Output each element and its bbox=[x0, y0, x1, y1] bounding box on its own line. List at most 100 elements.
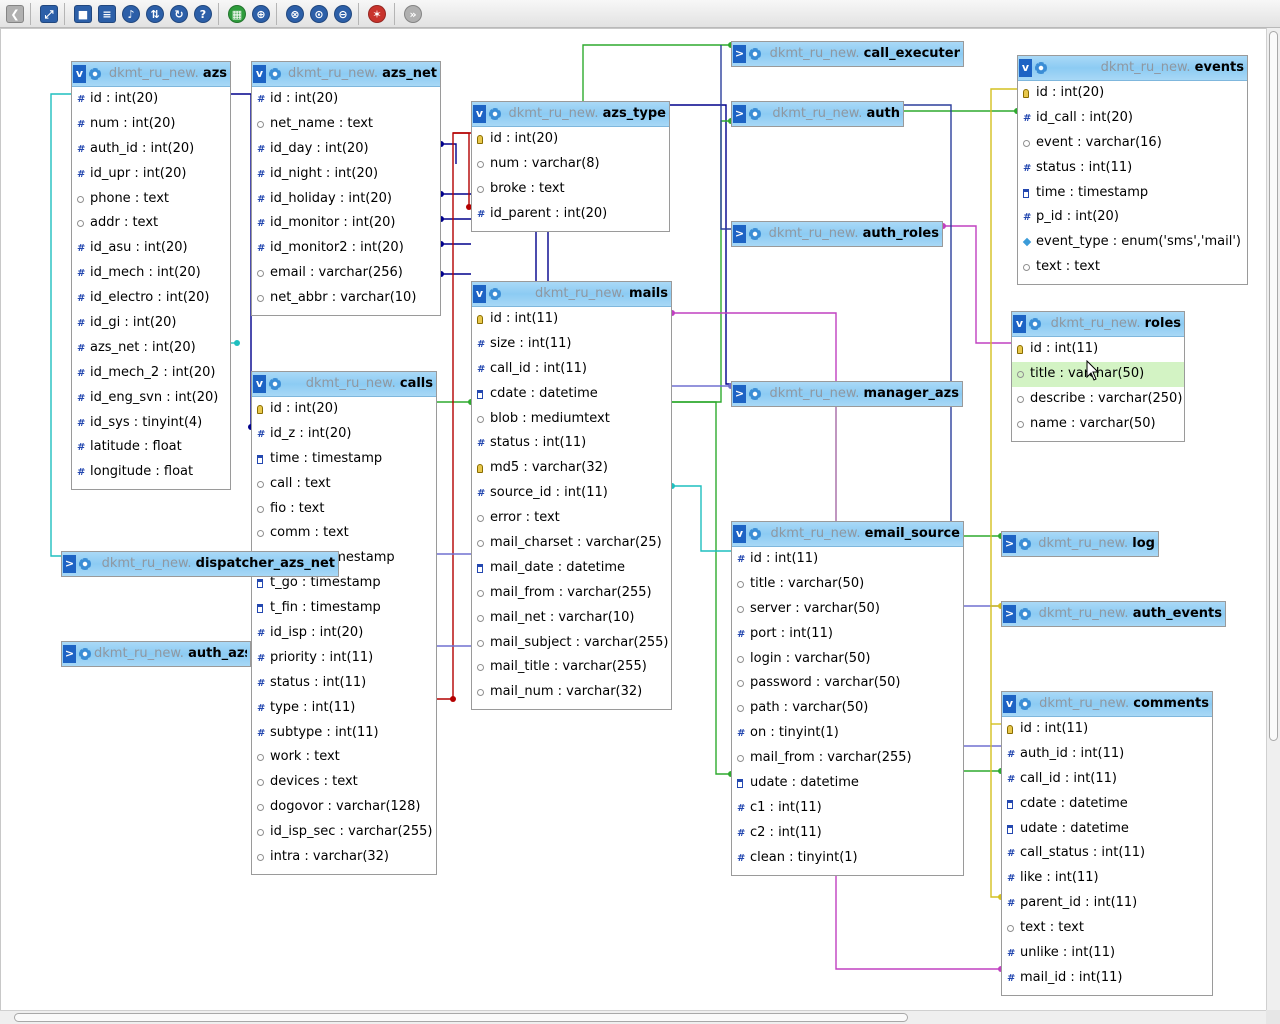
table-header[interactable]: >dkmt_ru_new. auth_events bbox=[1001, 601, 1226, 627]
gear-icon[interactable] bbox=[79, 558, 91, 570]
column-row[interactable]: #id_isp : int(20) bbox=[252, 621, 436, 646]
table-header[interactable]: >dkmt_ru_new. auth_azs bbox=[61, 641, 251, 667]
column-row[interactable]: #auth_id : int(20) bbox=[72, 137, 230, 162]
column-row[interactable]: #id : int(20) bbox=[72, 87, 230, 112]
collapse-toggle-icon[interactable]: v bbox=[733, 525, 746, 543]
column-row[interactable]: num : varchar(8) bbox=[472, 152, 669, 177]
column-row[interactable]: mail_num : varchar(32) bbox=[472, 680, 671, 705]
column-row[interactable]: dogovor : varchar(128) bbox=[252, 795, 436, 820]
column-row[interactable]: #c2 : int(11) bbox=[732, 821, 963, 846]
column-row[interactable]: event_type : enum('sms','mail') bbox=[1018, 230, 1247, 255]
column-row[interactable]: #source_id : int(11) bbox=[472, 481, 671, 506]
table-call-executer[interactable]: >dkmt_ru_new. call_executer bbox=[731, 41, 964, 67]
minimize-icon[interactable]: ⊖ bbox=[334, 5, 352, 23]
column-row[interactable]: t_go : timestamp bbox=[252, 571, 436, 596]
column-row[interactable]: #unlike : int(11) bbox=[1002, 941, 1212, 966]
column-row[interactable]: #num : int(20) bbox=[72, 112, 230, 137]
column-row[interactable]: time : timestamp bbox=[1018, 181, 1247, 206]
column-row[interactable]: id : int(20) bbox=[252, 397, 436, 422]
column-row[interactable]: #azs_net : int(20) bbox=[72, 336, 230, 361]
column-row[interactable]: #id_mech_2 : int(20) bbox=[72, 361, 230, 386]
column-row[interactable]: #id_electro : int(20) bbox=[72, 286, 230, 311]
gear-icon[interactable] bbox=[1035, 62, 1047, 74]
column-row[interactable]: mail_from : varchar(255) bbox=[472, 581, 671, 606]
column-row[interactable]: mail_title : varchar(255) bbox=[472, 655, 671, 680]
column-row[interactable]: event : varchar(16) bbox=[1018, 131, 1247, 156]
column-row[interactable]: text : text bbox=[1018, 255, 1247, 280]
table-auth-roles[interactable]: >dkmt_ru_new. auth_roles bbox=[731, 221, 943, 247]
column-row[interactable]: #port : int(11) bbox=[732, 622, 963, 647]
expand-toggle-icon[interactable]: > bbox=[733, 385, 746, 403]
table-list-icon[interactable]: ≡ bbox=[98, 5, 116, 23]
horizontal-scroll-thumb[interactable] bbox=[14, 1013, 908, 1022]
column-row[interactable]: server : varchar(50) bbox=[732, 597, 963, 622]
column-row[interactable]: cdate : datetime bbox=[472, 382, 671, 407]
collapse-icon[interactable]: ⇅ bbox=[146, 5, 164, 23]
column-row[interactable]: title : varchar(50) bbox=[732, 572, 963, 597]
column-row[interactable]: #size : int(11) bbox=[472, 332, 671, 357]
table-dispatcher-azs-net[interactable]: >dkmt_ru_new. dispatcher_azs_net bbox=[61, 551, 339, 577]
column-row[interactable]: #call_status : int(11) bbox=[1002, 841, 1212, 866]
table-log[interactable]: >dkmt_ru_new. log bbox=[1001, 531, 1159, 557]
export-pdf-icon[interactable]: ✶ bbox=[368, 5, 386, 23]
column-row[interactable]: mail_net : varchar(10) bbox=[472, 606, 671, 631]
gear-icon[interactable] bbox=[1019, 608, 1031, 620]
column-row[interactable]: #id_call : int(20) bbox=[1018, 106, 1247, 131]
column-row[interactable]: call : text bbox=[252, 472, 436, 497]
expand-toggle-icon[interactable]: > bbox=[63, 555, 76, 573]
table-header[interactable]: >dkmt_ru_new. dispatcher_azs_net bbox=[61, 551, 339, 577]
column-row[interactable]: login : varchar(50) bbox=[732, 647, 963, 672]
column-row[interactable]: t_fin : timestamp bbox=[252, 596, 436, 621]
column-row[interactable]: #id_sys : tinyint(4) bbox=[72, 411, 230, 436]
column-row[interactable]: id : int(11) bbox=[1012, 337, 1184, 362]
collapse-toggle-icon[interactable]: v bbox=[253, 65, 266, 83]
column-row[interactable]: #id_z : int(20) bbox=[252, 422, 436, 447]
column-row[interactable]: #id_eng_svn : int(20) bbox=[72, 386, 230, 411]
column-row[interactable]: #longitude : float bbox=[72, 460, 230, 485]
table-header[interactable]: >dkmt_ru_new. auth bbox=[731, 101, 904, 127]
column-row[interactable]: cdate : datetime bbox=[1002, 792, 1212, 817]
collapse-toggle-icon[interactable]: v bbox=[253, 375, 266, 393]
column-row[interactable]: blob : mediumtext bbox=[472, 407, 671, 432]
column-row[interactable]: phone : text bbox=[72, 187, 230, 212]
column-row[interactable]: mail_subject : varchar(255) bbox=[472, 631, 671, 656]
table-auth[interactable]: >dkmt_ru_new. auth bbox=[731, 101, 904, 127]
column-row[interactable]: #id_mech : int(20) bbox=[72, 261, 230, 286]
column-row[interactable]: id_isp_sec : varchar(255) bbox=[252, 820, 436, 845]
column-row[interactable]: #parent_id : int(11) bbox=[1002, 891, 1212, 916]
column-row[interactable]: id : int(11) bbox=[1002, 717, 1212, 742]
column-row[interactable]: #id_night : int(20) bbox=[252, 162, 440, 187]
column-row[interactable]: net_name : text bbox=[252, 112, 440, 137]
column-row[interactable]: #p_id : int(20) bbox=[1018, 205, 1247, 230]
table-header[interactable]: >dkmt_ru_new. log bbox=[1001, 531, 1159, 557]
expand-toggle-icon[interactable]: > bbox=[1003, 605, 1016, 623]
column-row[interactable]: #type : int(11) bbox=[252, 696, 436, 721]
table-auth-azs[interactable]: >dkmt_ru_new. auth_azs bbox=[61, 641, 251, 667]
column-row[interactable]: md5 : varchar(32) bbox=[472, 456, 671, 481]
column-row[interactable]: #id_day : int(20) bbox=[252, 137, 440, 162]
horizontal-scrollbar[interactable] bbox=[0, 1010, 1266, 1024]
snap-grid-icon[interactable]: ▦ bbox=[228, 5, 246, 23]
column-row[interactable]: #auth_id : int(11) bbox=[1002, 742, 1212, 767]
save-icon[interactable]: ■ bbox=[74, 5, 92, 23]
column-row[interactable]: intra : varchar(32) bbox=[252, 845, 436, 870]
column-row[interactable]: #id_gi : int(20) bbox=[72, 311, 230, 336]
table-manager-azs[interactable]: >dkmt_ru_new. manager_azs bbox=[731, 381, 963, 407]
column-row[interactable]: comm : text bbox=[252, 521, 436, 546]
gear-icon[interactable] bbox=[489, 108, 501, 120]
table-header[interactable]: >dkmt_ru_new. manager_azs bbox=[731, 381, 963, 407]
back-icon[interactable]: ❮ bbox=[6, 5, 24, 23]
fullscreen-icon[interactable]: ⤢ bbox=[40, 5, 58, 23]
column-row[interactable]: id : int(20) bbox=[1018, 81, 1247, 106]
